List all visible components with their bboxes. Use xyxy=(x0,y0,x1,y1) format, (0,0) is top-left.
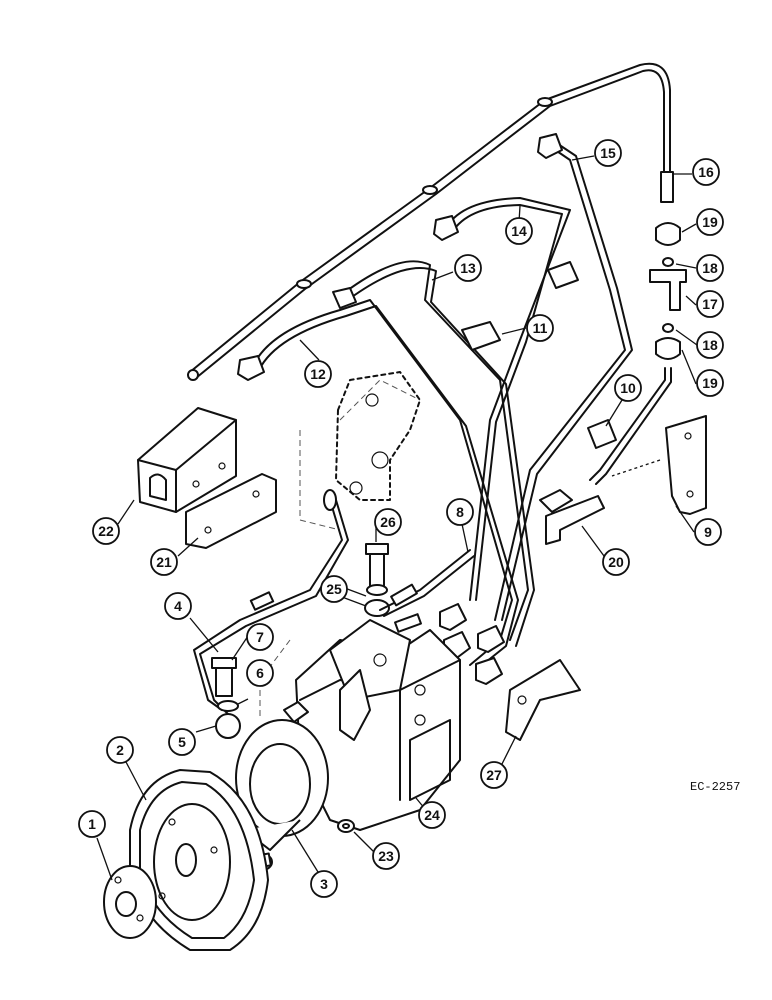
callout-19-bottom: 19 xyxy=(696,369,724,397)
svg-text:16: 16 xyxy=(698,164,714,180)
retaining-plate-1 xyxy=(103,865,157,939)
banjo-fitting-5 xyxy=(215,713,241,739)
banjo-bolt-7 xyxy=(211,657,237,697)
svg-text:17: 17 xyxy=(702,296,718,312)
svg-text:12: 12 xyxy=(310,366,326,382)
svg-text:11: 11 xyxy=(533,320,548,336)
callout-27: 27 xyxy=(480,761,508,789)
spacer-block-22 xyxy=(137,407,237,513)
return-line-fittings xyxy=(589,222,687,485)
callout-12: 12 xyxy=(304,360,332,388)
callout-18-top: 18 xyxy=(696,254,724,282)
svg-text:25: 25 xyxy=(326,581,342,597)
washer-6 xyxy=(217,700,239,712)
gasket-plate-21 xyxy=(185,473,277,549)
callout-5: 5 xyxy=(168,728,196,756)
svg-text:24: 24 xyxy=(424,807,440,823)
callout-2: 2 xyxy=(106,736,134,764)
callout-26: 26 xyxy=(374,508,402,536)
washer-23 xyxy=(337,819,355,833)
injector-pipes xyxy=(237,133,633,685)
bracket-9 xyxy=(611,415,707,515)
svg-text:20: 20 xyxy=(608,554,624,570)
svg-text:18: 18 xyxy=(702,260,718,276)
callout-9: 9 xyxy=(694,518,722,546)
pipe-clips xyxy=(461,261,617,449)
bracket-27 xyxy=(505,659,581,741)
figure-reference-code: EC-2257 xyxy=(690,780,741,794)
callout-22: 22 xyxy=(92,517,120,545)
svg-text:19: 19 xyxy=(702,375,718,391)
svg-text:13: 13 xyxy=(460,260,476,276)
callout-3: 3 xyxy=(310,870,338,898)
callout-11: 11 xyxy=(526,314,554,342)
callout-10: 10 xyxy=(614,374,642,402)
callout-23: 23 xyxy=(372,842,400,870)
callout-25: 25 xyxy=(320,575,348,603)
washers-25 xyxy=(364,584,390,617)
callout-17: 17 xyxy=(696,290,724,318)
svg-text:1: 1 xyxy=(88,816,96,832)
svg-text:7: 7 xyxy=(256,629,264,645)
svg-text:6: 6 xyxy=(256,665,264,681)
svg-text:23: 23 xyxy=(378,848,394,864)
banjo-bolt-26 xyxy=(365,543,389,587)
callout-18-bottom: 18 xyxy=(696,331,724,359)
callout-20: 20 xyxy=(602,548,630,576)
svg-text:14: 14 xyxy=(511,223,527,239)
svg-text:3: 3 xyxy=(320,876,328,892)
injection-pump-24 xyxy=(283,613,461,831)
svg-text:19: 19 xyxy=(702,214,718,230)
svg-text:10: 10 xyxy=(620,380,636,396)
svg-text:2: 2 xyxy=(116,742,124,758)
fuel-leak-off-line xyxy=(187,62,674,381)
fuel-feed-line-4 xyxy=(193,489,349,715)
callout-13: 13 xyxy=(454,254,482,282)
svg-text:5: 5 xyxy=(178,734,186,750)
callout-14: 14 xyxy=(505,217,533,245)
fuel-line-8 xyxy=(379,549,475,617)
svg-text:21: 21 xyxy=(156,554,172,570)
svg-text:18: 18 xyxy=(702,337,718,353)
svg-text:27: 27 xyxy=(486,767,502,783)
callout-1: 1 xyxy=(78,810,106,838)
drive-gear-2 xyxy=(129,769,269,951)
svg-text:22: 22 xyxy=(98,523,114,539)
svg-text:8: 8 xyxy=(456,504,464,520)
callout-21: 21 xyxy=(150,548,178,576)
pump-flange-3 xyxy=(235,719,329,872)
callout-4: 4 xyxy=(164,592,192,620)
svg-text:26: 26 xyxy=(380,514,396,530)
leader-lines xyxy=(96,155,698,881)
callout-16: 16 xyxy=(692,158,720,186)
callout-7: 7 xyxy=(246,623,274,651)
callout-15: 15 xyxy=(594,139,622,167)
callout-19-top: 19 xyxy=(696,208,724,236)
svg-text:4: 4 xyxy=(174,598,182,614)
callout-24: 24 xyxy=(418,801,446,829)
svg-text:15: 15 xyxy=(600,145,616,161)
callout-8: 8 xyxy=(446,498,474,526)
svg-text:9: 9 xyxy=(704,524,712,540)
callout-6: 6 xyxy=(246,659,274,687)
bracket-20 xyxy=(539,489,605,545)
